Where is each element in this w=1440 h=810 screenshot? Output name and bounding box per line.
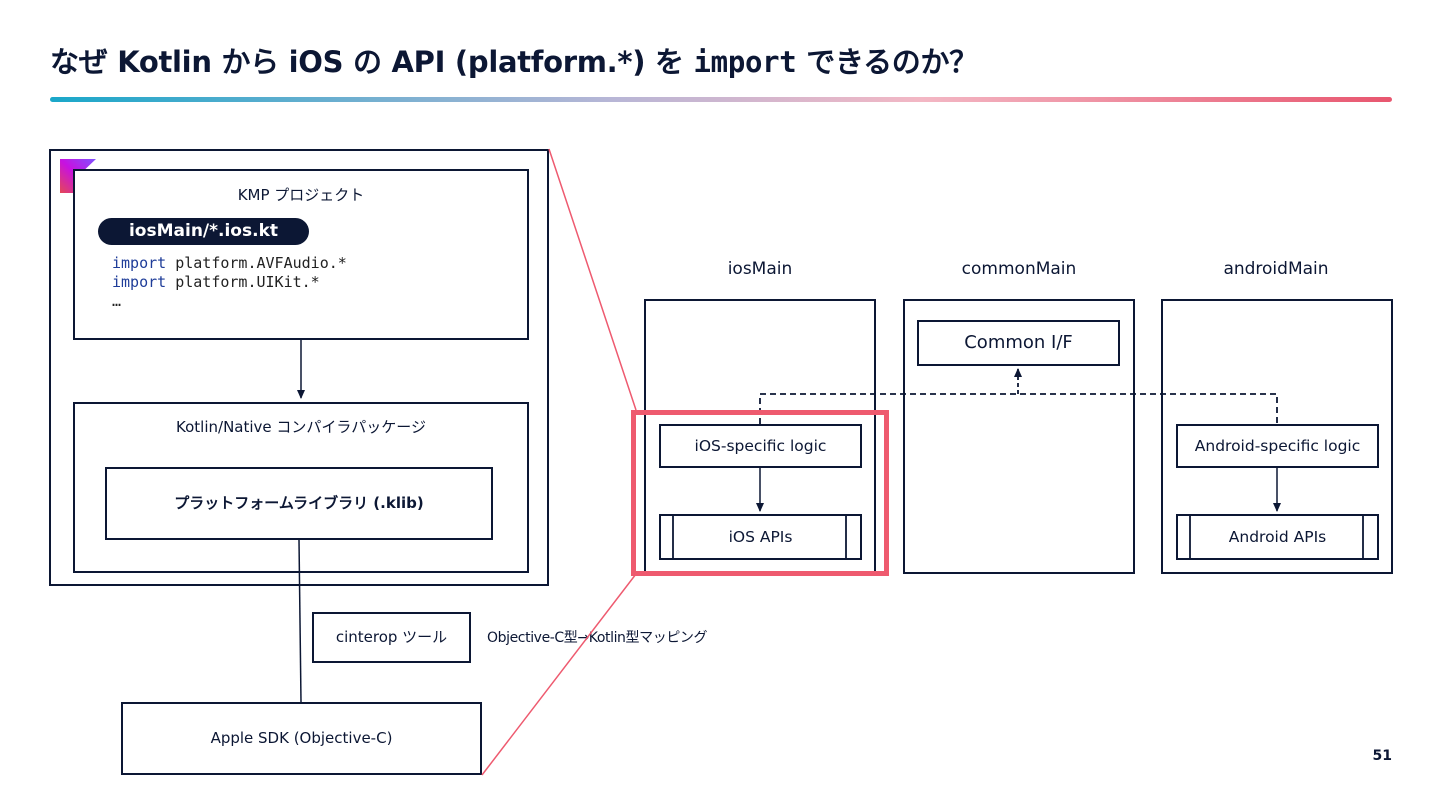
apple-sdk-box: Apple SDK (Objective-C) (121, 702, 482, 775)
common-main-column-title: commonMain (961, 259, 1077, 279)
common-interface-box: Common I/F (917, 320, 1120, 366)
code-keyword: import (112, 254, 167, 272)
title-prefix: なぜ Kotlin から iOS の API (platform.*) を (50, 45, 694, 79)
code-line: import platform.UIKit.* (112, 273, 347, 292)
title-import-keyword: import (693, 45, 797, 79)
code-text: platform.UIKit.* (166, 273, 320, 291)
platform-library-box: プラットフォームライブラリ (.klib) (105, 467, 493, 540)
import-code-block: import platform.AVFAudio.* import platfo… (112, 254, 347, 311)
kmp-project-label: KMP プロジェクト (237, 186, 365, 204)
android-apis-box: Android APIs (1176, 514, 1379, 560)
ios-specific-logic-box: iOS-specific logic (659, 424, 862, 468)
code-ellipsis: … (112, 292, 122, 310)
title-suffix: できるのか？ (796, 45, 978, 79)
ios-main-column-title: iosMain (727, 259, 793, 279)
code-text: platform.AVFAudio.* (166, 254, 347, 272)
page-title: なぜ Kotlin から iOS の API (platform.*) を im… (50, 40, 1390, 84)
ios-apis-box: iOS APIs (659, 514, 862, 560)
type-mapping-label: Objective-C型→Kotlin型マッピング (487, 630, 708, 646)
ios-highlight-frame (631, 410, 889, 576)
ios-main-file-pill: iosMain/*.ios.kt (98, 218, 309, 245)
compiler-package-label: Kotlin/Native コンパイラパッケージ (176, 418, 426, 436)
page-number: 51 (1372, 748, 1392, 764)
title-gradient-divider (50, 97, 1392, 102)
kmp-project-box (73, 169, 529, 340)
code-line: import platform.AVFAudio.* (112, 254, 347, 273)
code-keyword: import (112, 273, 167, 291)
cinterop-tool-box: cinterop ツール (312, 612, 471, 663)
android-main-column-title: androidMain (1223, 259, 1329, 279)
android-specific-logic-box: Android-specific logic (1176, 424, 1379, 468)
